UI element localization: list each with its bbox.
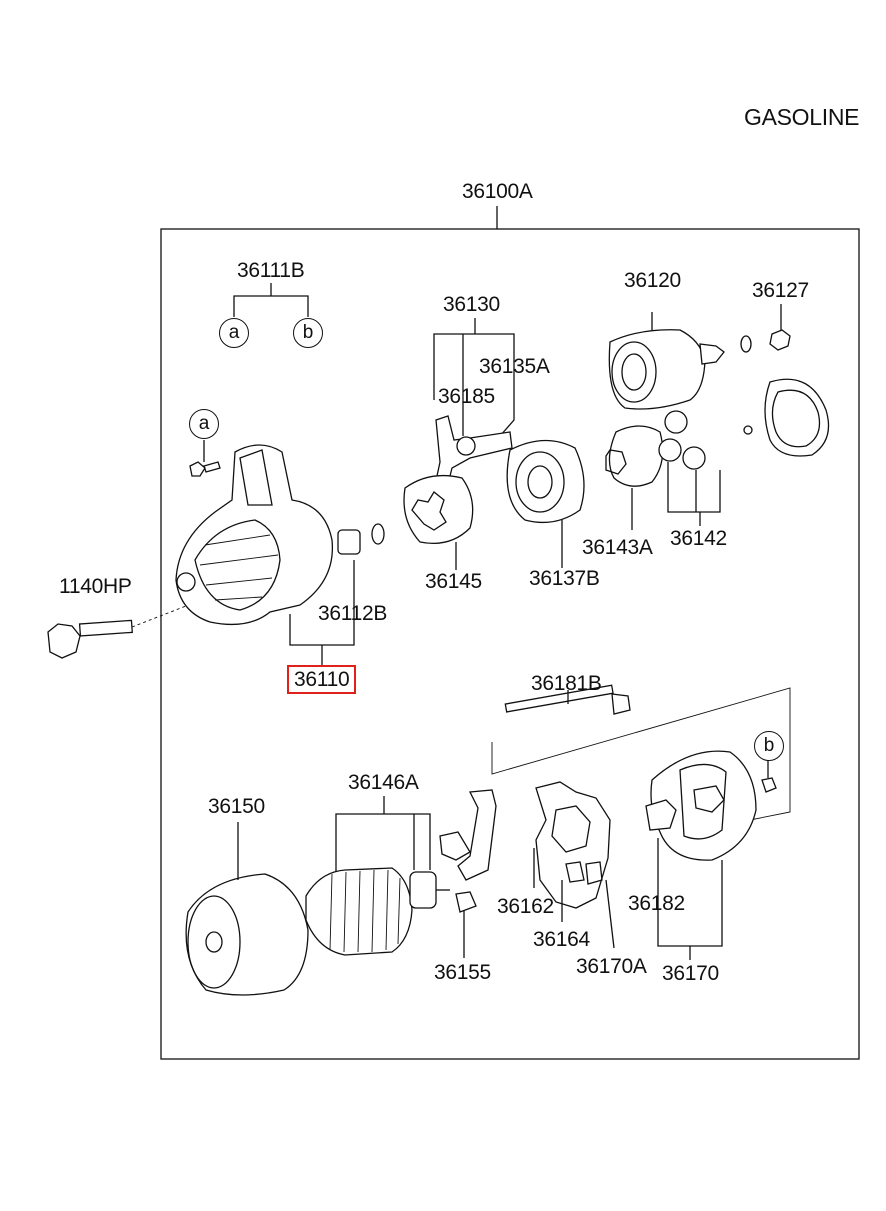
rear-cover-drawing bbox=[645, 750, 757, 861]
assembly-frame bbox=[160, 228, 860, 1060]
part-36185[interactable]: 36185 bbox=[438, 385, 495, 408]
part-36110-highlighted[interactable]: 36110 bbox=[287, 665, 357, 694]
nut-36127-drawing bbox=[769, 329, 791, 351]
leader-36142 bbox=[667, 462, 721, 513]
part-36162[interactable]: 36162 bbox=[497, 895, 554, 918]
small-screw-drawing bbox=[189, 461, 221, 477]
part-1140HP[interactable]: 1140HP bbox=[59, 575, 132, 598]
leader-36130 bbox=[433, 333, 515, 437]
part-36146A[interactable]: 36146A bbox=[348, 771, 419, 794]
washer-drawing bbox=[740, 335, 752, 353]
ref-marker-b-cover: b bbox=[754, 731, 784, 761]
yoke-drawing bbox=[185, 873, 309, 996]
part-36143A[interactable]: 36143A bbox=[582, 536, 653, 559]
ref-marker-a: a bbox=[219, 318, 249, 348]
part-36182[interactable]: 36182 bbox=[628, 892, 685, 915]
through-bolt-drawing bbox=[504, 684, 631, 715]
part-36155[interactable]: 36155 bbox=[434, 961, 491, 984]
part-36142[interactable]: 36142 bbox=[670, 527, 727, 550]
armature-drawing bbox=[305, 867, 450, 956]
bushing-drawing bbox=[337, 529, 361, 555]
screw-b-drawing bbox=[761, 777, 777, 793]
part-36164[interactable]: 36164 bbox=[533, 928, 590, 951]
snap-ring-drawing bbox=[764, 378, 830, 457]
through-bolt-bracket bbox=[491, 687, 791, 821]
leader-36146A bbox=[335, 813, 431, 872]
part-36181B[interactable]: 36181B bbox=[531, 672, 602, 695]
leader-36170A bbox=[605, 879, 615, 949]
part-36145[interactable]: 36145 bbox=[425, 570, 482, 593]
planet-gears-drawing bbox=[658, 410, 706, 470]
ref-marker-b: b bbox=[293, 318, 323, 348]
part-36170[interactable]: 36170 bbox=[662, 962, 719, 985]
bolt-1140HP-drawing bbox=[47, 605, 187, 659]
variant-label: GASOLINE bbox=[744, 104, 860, 130]
solenoid-drawing bbox=[608, 312, 725, 410]
front-housing-drawing bbox=[175, 444, 334, 626]
assembly-label[interactable]: 36100A bbox=[462, 180, 533, 203]
part-36127[interactable]: 36127 bbox=[752, 279, 809, 302]
part-36112B[interactable]: 36112B bbox=[318, 602, 388, 625]
part-36111B[interactable]: 36111B bbox=[237, 259, 305, 282]
part-36120[interactable]: 36120 bbox=[624, 269, 681, 292]
leader-36111B bbox=[233, 295, 309, 317]
gear-cover-drawing bbox=[506, 439, 585, 524]
part-36130[interactable]: 36130 bbox=[443, 293, 500, 316]
brush-holder-plate-drawing bbox=[439, 789, 497, 913]
clutch-gear-drawing bbox=[403, 474, 474, 545]
part-36150[interactable]: 36150 bbox=[208, 795, 265, 818]
ref-marker-a-housing: a bbox=[189, 409, 219, 439]
part-36170A[interactable]: 36170A bbox=[576, 955, 647, 978]
steel-ball-drawing bbox=[743, 425, 753, 435]
shaft-gear-drawing bbox=[605, 425, 664, 487]
brush-holder-drawing bbox=[535, 781, 611, 909]
part-36135A[interactable]: 36135A bbox=[479, 355, 550, 378]
part-36137B[interactable]: 36137B bbox=[529, 567, 600, 590]
